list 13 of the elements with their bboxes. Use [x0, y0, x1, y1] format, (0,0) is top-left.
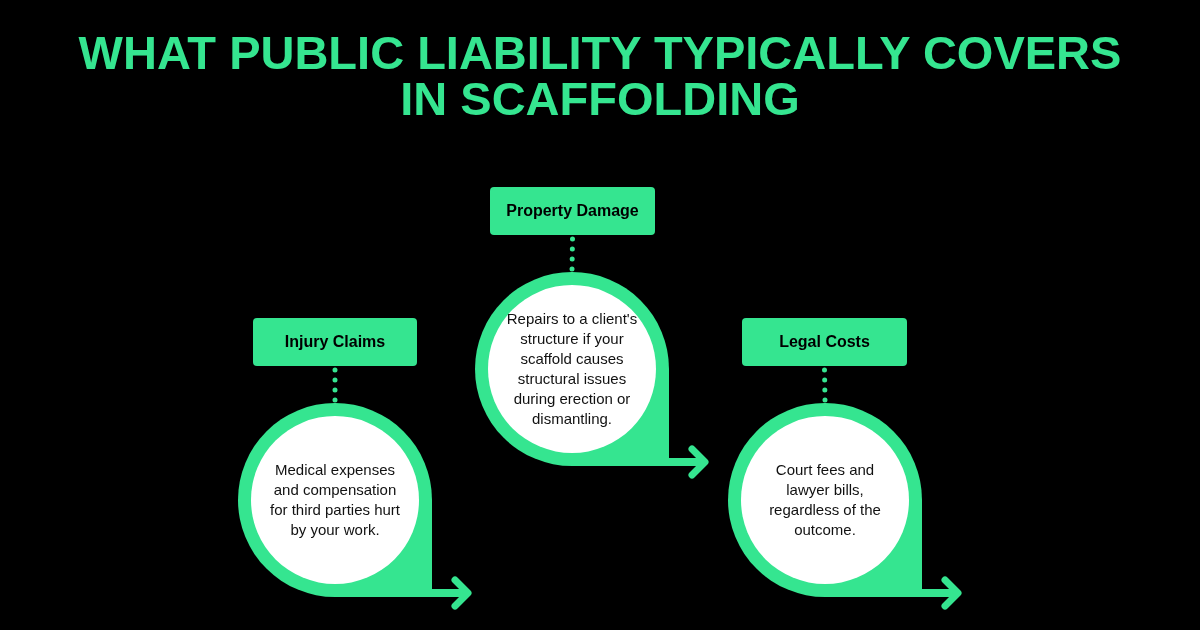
label-box: Injury Claims — [253, 318, 417, 366]
speech-bubble — [475, 272, 669, 466]
title: WHAT PUBLIC LIABILITY TYPICALLY COVERS IN SCAFFOLDING — [77, 30, 1123, 122]
description-text: Medical expenses and compensation for third parties hurt by your work. — [268, 460, 402, 540]
description-text: Repairs to a client's structure if your scaffold causes structural issues during erection or dismantling. — [505, 309, 639, 429]
description-text: Court fees and lawyer bills, regardless of the outcome. — [768, 460, 882, 540]
dotted-connector — [569, 236, 575, 273]
dotted-connector — [822, 367, 828, 404]
label-box: Legal Costs — [742, 318, 907, 366]
label-box: Property Damage — [490, 187, 655, 235]
speech-bubble — [238, 403, 432, 597]
speech-bubble — [728, 403, 922, 597]
dotted-connector — [332, 367, 338, 404]
